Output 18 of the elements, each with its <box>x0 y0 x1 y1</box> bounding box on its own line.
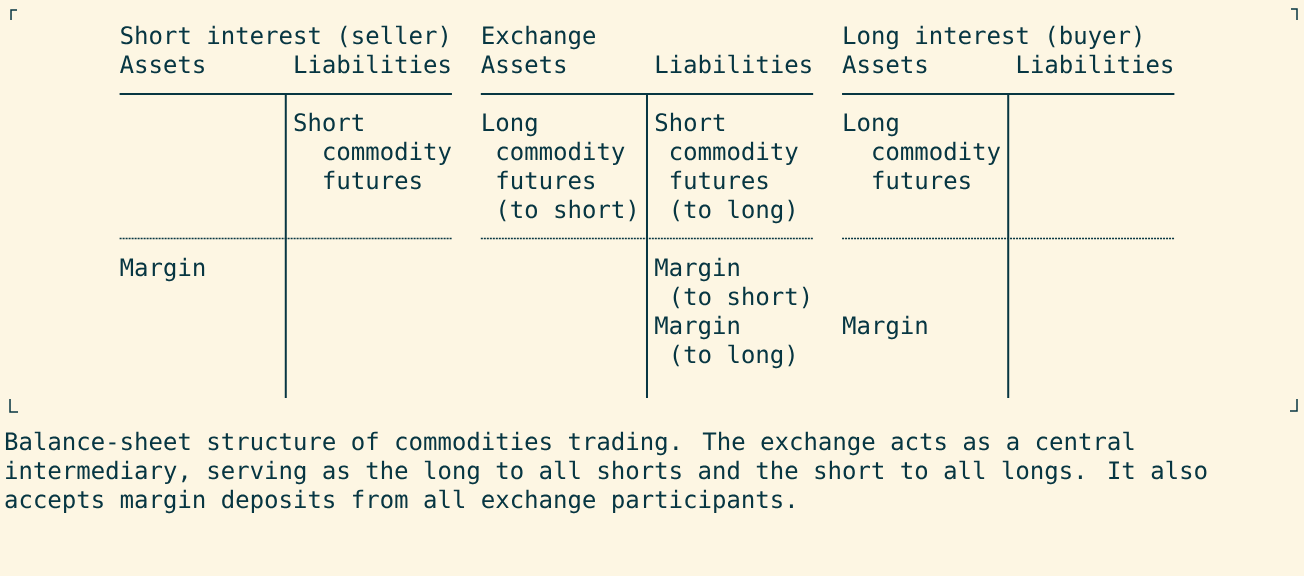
account-title: Short interest (seller) <box>121 25 447 48</box>
column-heading: Liabilities <box>295 54 450 74</box>
account-entry: Margin (to long) <box>655 315 794 369</box>
account-entry: Margin <box>843 315 927 340</box>
column-heading: Assets <box>481 55 566 74</box>
column-heading: Liabilities <box>1017 54 1172 74</box>
column-heading: Assets <box>842 55 927 74</box>
account-entry: Long commodity futures <box>844 113 1001 190</box>
column-heading: Liabilities <box>656 54 811 74</box>
caption: Balance-sheet structure of commodities trading. The exchange acts as a central intermediary, serving as the long to all shorts and the short to all longs. It also accepts margin deposits from all exchange participants. <box>5 431 1207 514</box>
account-entry: Short commodity futures (to long) <box>655 112 798 224</box>
account-entry: Margin <box>120 257 205 282</box>
column-heading: Assets <box>120 55 204 74</box>
account-entry: Short commodity futures <box>294 112 451 190</box>
account-entry: Margin (to short) <box>655 257 809 309</box>
account-title: Long interest (buyer) <box>844 25 1141 50</box>
account-title: Exchange <box>483 25 595 50</box>
account-entry: Long commodity futures (to short) <box>483 113 635 222</box>
